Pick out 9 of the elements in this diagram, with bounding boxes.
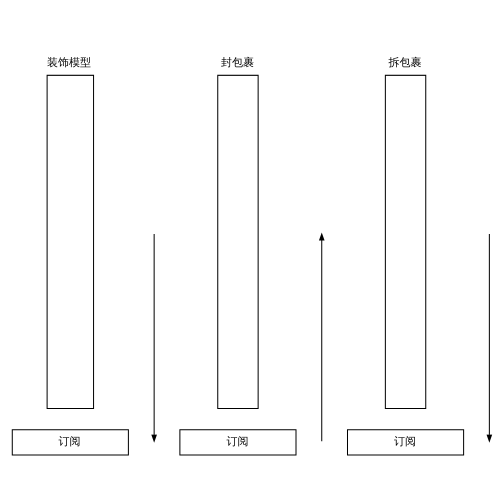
node-box	[46, 74, 94, 410]
node-label: 拆包裹	[388, 56, 422, 70]
node-box	[384, 74, 426, 410]
node-label: 封包裹	[220, 56, 254, 70]
node-box: 订阅	[179, 429, 296, 456]
node-box	[217, 74, 259, 410]
node-box: 订阅	[12, 429, 129, 456]
node-label: 装饰模型	[47, 56, 92, 70]
node-box: 订阅	[347, 429, 464, 456]
